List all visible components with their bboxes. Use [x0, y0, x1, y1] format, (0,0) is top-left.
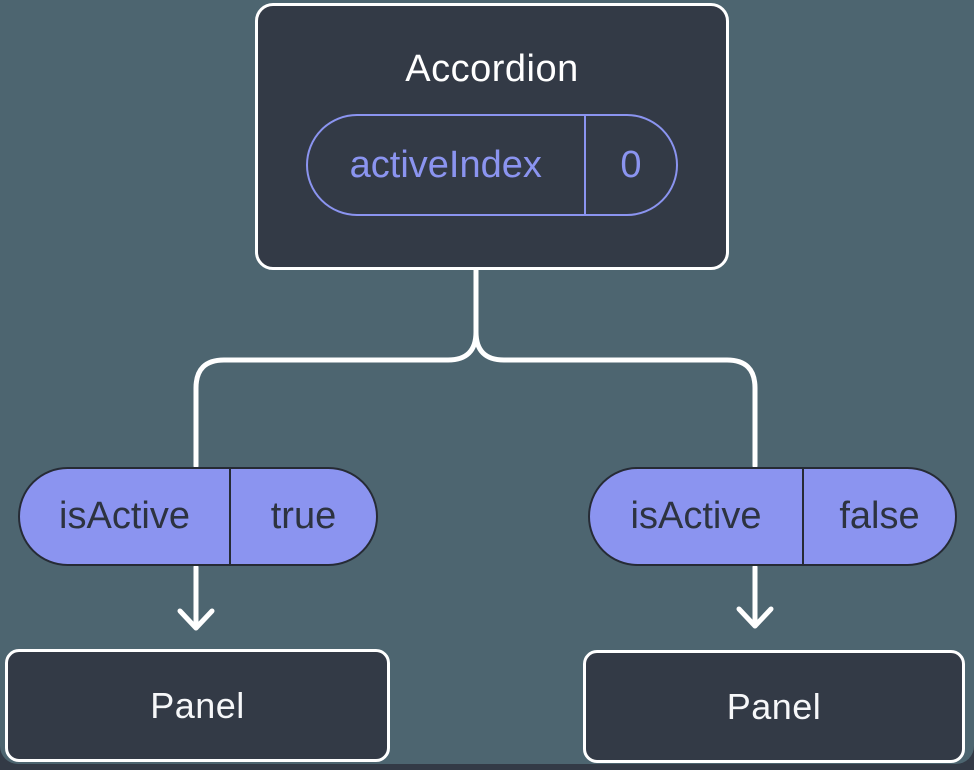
state-pill: activeIndex 0: [306, 114, 678, 216]
accordion-node: Accordion activeIndex 0: [255, 3, 729, 270]
prop-value-label: true: [270, 495, 337, 537]
prop-value-label: false: [839, 495, 920, 537]
prop-pill-divider: [229, 469, 231, 564]
state-value-label: 0: [620, 143, 642, 186]
connector-arrow-right: [736, 564, 774, 629]
panel-node-title: Panel: [150, 684, 245, 726]
connector-left-branch: [193, 264, 479, 469]
panel-node-left: Panel: [5, 649, 390, 762]
state-pill-divider: [583, 116, 586, 214]
prop-pill-right: isActive false: [588, 467, 957, 566]
state-name-label: activeIndex: [349, 143, 542, 186]
prop-pill-divider: [802, 469, 804, 564]
connector-arrow-left: [177, 564, 215, 631]
prop-pill-left: isActive true: [18, 467, 378, 566]
panel-node-title: Panel: [726, 685, 822, 727]
panel-node-right: Panel: [583, 650, 965, 763]
connector-right-branch: [473, 264, 758, 469]
prop-name-label: isActive: [630, 495, 762, 537]
accordion-node-title: Accordion: [405, 48, 579, 90]
prop-name-label: isActive: [59, 495, 190, 537]
